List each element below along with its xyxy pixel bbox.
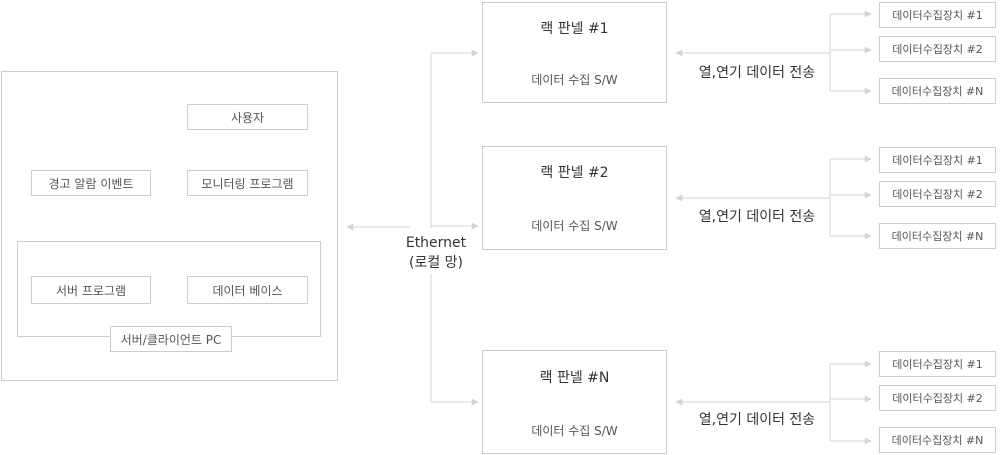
rack-1-device-n: 데이터수집장치 #N (879, 78, 996, 104)
rack-n-title: 랙 판넬 #N (539, 370, 610, 386)
pc-title-label: 서버/클라이언트 PC (110, 326, 232, 352)
database-box: 데이터 베이스 (187, 276, 308, 304)
ethernet-line-1: Ethernet (405, 235, 467, 251)
rack-n-software: 데이터 수집 S/W (531, 424, 618, 438)
rack-1-transfer-label: 열,연기 데이터 전송 (698, 65, 816, 81)
server-program-box: 서버 프로그램 (31, 276, 151, 304)
rack-panel-n (482, 350, 667, 454)
rack-2-software: 데이터 수집 S/W (531, 219, 618, 233)
user-box: 사용자 (187, 104, 308, 130)
rack-panel-2 (482, 146, 667, 250)
monitoring-program-box: 모니터링 프로그램 (187, 170, 308, 196)
rack-2-device-2: 데이터수집장치 #2 (879, 181, 996, 207)
rack-1-software: 데이터 수집 S/W (531, 73, 618, 87)
rack-2-title: 랙 판넬 #2 (540, 165, 609, 181)
rack-n-device-2: 데이터수집장치 #2 (879, 385, 996, 411)
rack-n-device-1: 데이터수집장치 #1 (879, 351, 996, 377)
rack-1-title: 랙 판넬 #1 (540, 21, 609, 37)
rack-n-device-n: 데이터수집장치 #N (879, 427, 996, 453)
rack-2-device-1: 데이터수집장치 #1 (879, 147, 996, 173)
ethernet-label: Ethernet (로컬 망) (396, 233, 476, 273)
rack-1-device-2: 데이터수집장치 #2 (879, 36, 996, 62)
rack-n-transfer-label: 열,연기 데이터 전송 (698, 412, 816, 428)
rack-panel-1 (482, 2, 667, 103)
rack-2-transfer-label: 열,연기 데이터 전송 (698, 209, 816, 225)
rack-1-device-1: 데이터수집장치 #1 (879, 2, 996, 28)
rack-2-device-n: 데이터수집장치 #N (879, 223, 996, 249)
ethernet-line-2: (로컬 망) (408, 255, 463, 271)
alarm-event-box: 경고 알람 이벤트 (31, 170, 151, 196)
